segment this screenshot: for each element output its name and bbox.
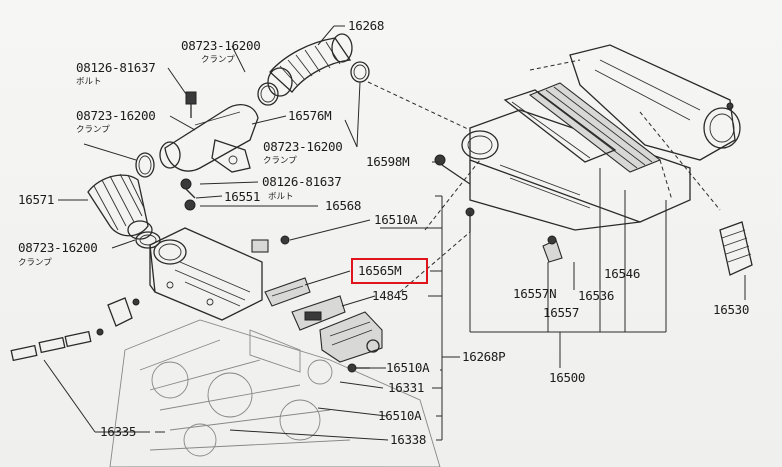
label-08723-16200-a: 08723-16200 <box>181 38 261 53</box>
clamp-upper-right <box>350 61 370 83</box>
label-16565M: 16565M <box>358 263 402 278</box>
label-16598M: 16598M <box>366 154 410 169</box>
label-16530: 16530 <box>713 302 750 317</box>
bracket-left <box>96 297 140 336</box>
pad-16565M <box>264 277 311 307</box>
air-cleaner-lower-case <box>461 109 691 232</box>
label-08723-16200-b: 08723-16200 <box>76 108 156 123</box>
bolt-16568 <box>184 199 196 211</box>
label-16536: 16536 <box>578 288 615 303</box>
plenum-housing <box>149 227 263 321</box>
label-16331: 16331 <box>388 380 425 395</box>
label-16568: 16568 <box>325 198 362 213</box>
gasket-16536 <box>503 89 617 163</box>
highlight-box-16565M <box>351 258 428 284</box>
label-14845: 14845 <box>372 288 409 303</box>
label-16510A-bot: 16510A <box>378 408 422 423</box>
bolt-08126-top <box>185 91 197 118</box>
label-16338: 16338 <box>390 432 427 447</box>
label-16557N: 16557N <box>513 286 557 301</box>
label-16510A-mid: 16510A <box>386 360 430 375</box>
label-08723-16200-c-sub: クランプ <box>263 156 297 166</box>
label-08126-81637-mid: 08126-81637 <box>262 174 342 189</box>
label-08126-81637-top-sub: ボルト <box>76 77 102 87</box>
label-16510A-top: 16510A <box>374 212 418 227</box>
bolt-16551 <box>180 178 196 199</box>
label-08126-81637-top: 08126-81637 <box>76 60 156 75</box>
label-16268P: 16268P <box>462 349 506 364</box>
hose-16530 <box>719 221 753 276</box>
valve-16557 <box>542 235 563 263</box>
label-16551: 16551 <box>224 189 261 204</box>
label-16335: 16335 <box>100 424 137 439</box>
clamp-upper-left <box>257 82 279 106</box>
engine-block <box>109 319 441 467</box>
valve-assembly <box>319 311 383 363</box>
label-16557: 16557 <box>543 305 580 320</box>
label-08723-16200-a-sub: クランプ <box>201 55 235 65</box>
label-16268: 16268 <box>348 18 385 33</box>
intake-duct-16268 <box>267 33 353 97</box>
duct-16576M <box>159 104 259 173</box>
label-08723-16200-d-sub: クランプ <box>18 258 52 268</box>
label-16551-sub: ボルト <box>268 192 294 202</box>
label-16576M: 16576M <box>288 108 332 123</box>
leader-lines <box>43 25 746 441</box>
bolt-16510A-top <box>251 235 290 253</box>
label-08723-16200-d: 08723-16200 <box>18 240 98 255</box>
label-16546: 16546 <box>604 266 641 281</box>
gasket-14845 <box>291 295 346 331</box>
label-08723-16200-b-sub: クランプ <box>76 125 110 135</box>
label-16571: 16571 <box>18 192 55 207</box>
label-16500: 16500 <box>549 370 586 385</box>
air-cleaner-cover <box>569 44 741 161</box>
hose-16571 <box>87 173 153 240</box>
label-08723-16200-c: 08723-16200 <box>263 139 343 154</box>
hoses-16335 <box>10 330 92 362</box>
clamp-mid-left <box>135 152 155 178</box>
